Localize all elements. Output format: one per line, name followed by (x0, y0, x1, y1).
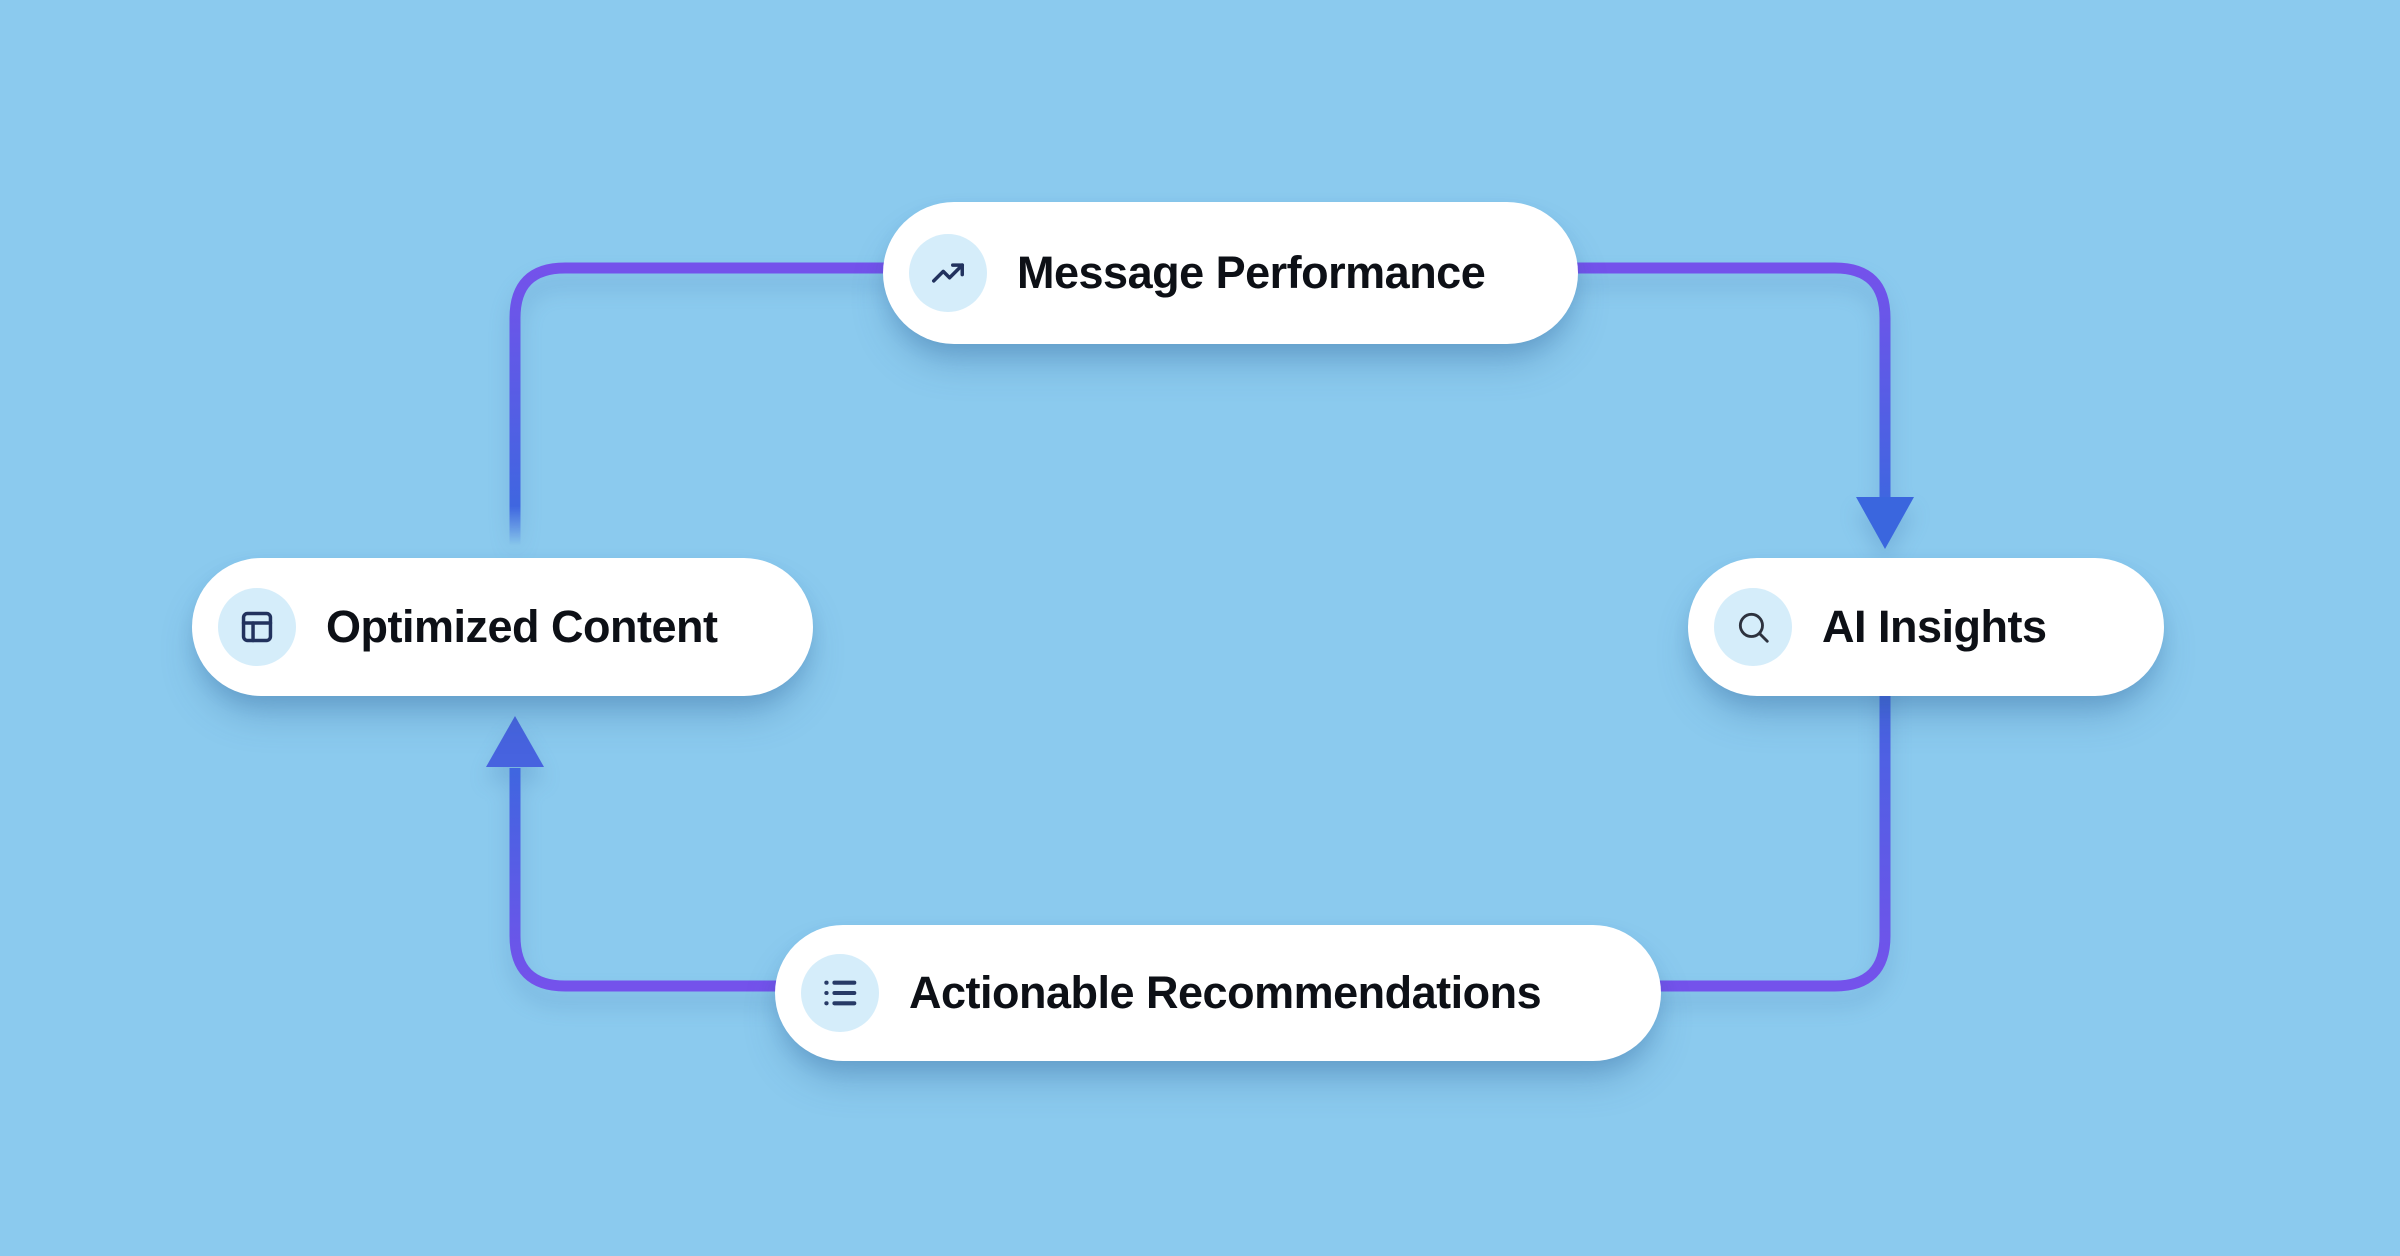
edge-message-to-ai (1230, 262, 1891, 500)
node-label: AI Insights (1822, 601, 2047, 652)
layout-icon (218, 588, 296, 666)
node-label: Message Performance (1017, 247, 1486, 298)
node-optimized-content: Optimized Content (192, 558, 813, 696)
edge-actionable-to-optimized (509, 768, 1230, 992)
search-icon (1714, 588, 1792, 666)
node-message-performance: Message Performance (883, 202, 1578, 344)
node-label: Actionable Recommendations (909, 967, 1542, 1018)
list-icon (801, 954, 879, 1032)
arrowhead-up-icon (486, 716, 544, 767)
edge-optimized-to-message (509, 262, 1230, 545)
node-label: Optimized Content (326, 601, 718, 652)
arrowhead-down-icon (1856, 497, 1914, 549)
edge-ai-to-actionable (1230, 660, 1891, 992)
node-ai-insights: AI Insights (1688, 558, 2164, 696)
trending-up-icon (909, 234, 987, 312)
node-actionable-recommendations: Actionable Recommendations (775, 925, 1661, 1061)
